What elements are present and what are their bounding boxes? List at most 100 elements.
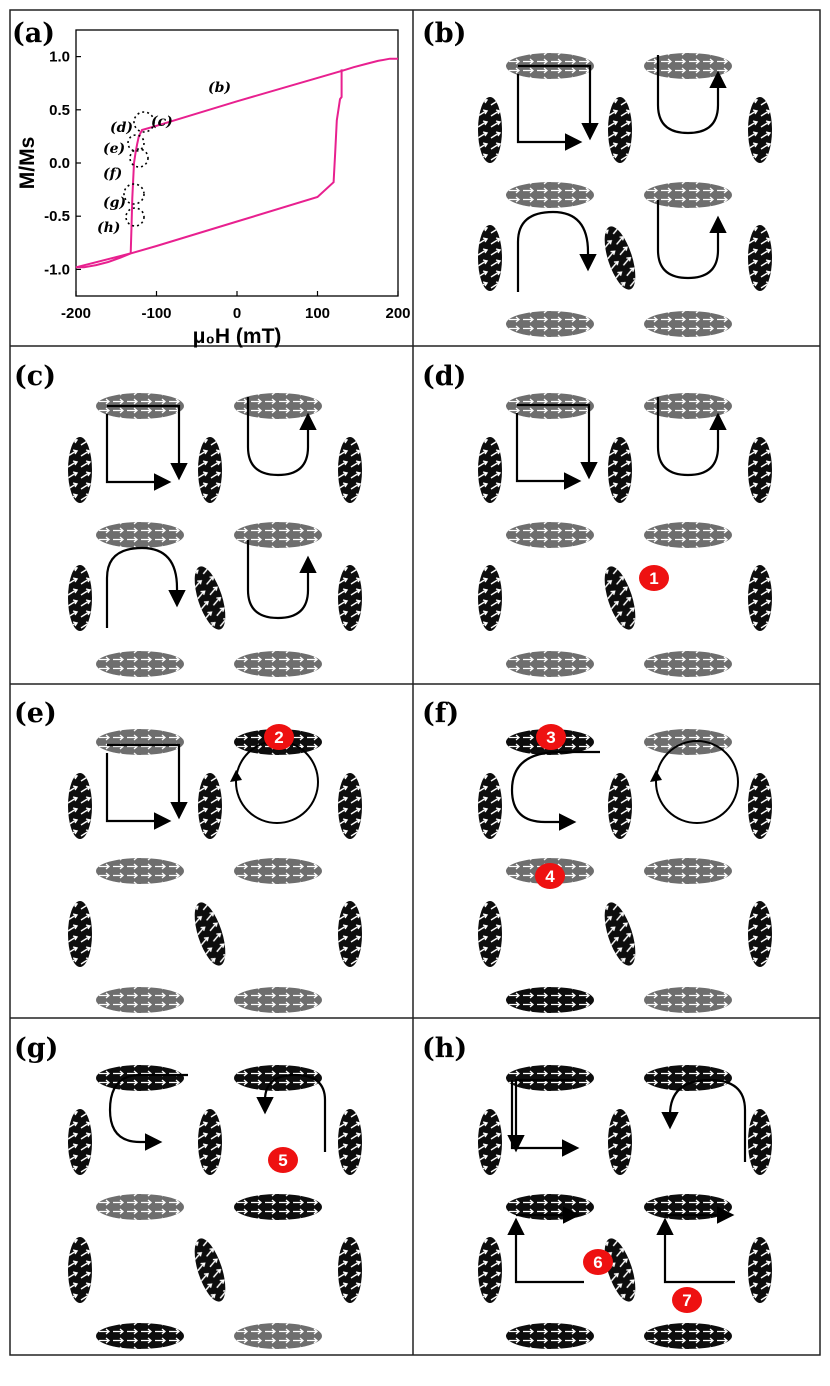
nanomagnet-island — [478, 565, 502, 631]
nanomagnet-island — [338, 773, 362, 839]
event-marker-2: 2 — [264, 724, 294, 750]
nanomagnet-islands — [68, 53, 772, 1349]
nanomagnet-island — [234, 1194, 322, 1220]
nanomagnet-island — [234, 858, 322, 884]
nanomagnet-island — [478, 901, 502, 967]
nanomagnet-island — [96, 729, 184, 755]
y-tick-labels: 1.00.50.0-0.5-1.0 — [44, 49, 81, 278]
event-marker-label: 5 — [278, 1151, 287, 1170]
nanomagnet-island — [68, 437, 92, 503]
event-marker-label: 4 — [545, 867, 555, 886]
circulation-arrow — [656, 397, 727, 477]
nanomagnet-island — [478, 1237, 502, 1303]
circulation-arrow — [517, 403, 598, 480]
nanomagnet-island — [644, 182, 732, 208]
nanomagnet-island — [644, 1194, 732, 1220]
nanomagnet-island — [96, 651, 184, 677]
nanomagnet-island — [234, 651, 322, 677]
event-marker-label: 3 — [546, 728, 555, 747]
circulation-arrow — [656, 55, 727, 135]
nanomagnet-island — [478, 1109, 502, 1175]
nanomagnet-island — [748, 565, 772, 631]
nanomagnet-island — [96, 1194, 184, 1220]
nanomagnet-island — [478, 225, 502, 291]
vortex-circle — [655, 740, 739, 824]
circulation-arrow — [507, 1217, 584, 1284]
event-marker-3: 3 — [536, 724, 566, 750]
nanomagnet-island — [608, 97, 632, 163]
annotation-c: (c) — [151, 114, 173, 130]
nanomagnet-island — [198, 773, 222, 839]
event-marker-label: 1 — [649, 569, 658, 588]
circulation-arrowhead — [650, 770, 662, 782]
x-tick-label: 0 — [233, 305, 241, 322]
circulation-arrow — [661, 1078, 747, 1162]
nanomagnet-island — [338, 1109, 362, 1175]
nanomagnet-island — [608, 773, 632, 839]
nanomagnet-island — [68, 773, 92, 839]
nanomagnet-island — [198, 437, 222, 503]
nanomagnet-island — [644, 1323, 732, 1349]
x-axis-label: μ₀H (mT) — [193, 325, 282, 348]
annotation-d: (d) — [110, 120, 133, 136]
y-tick-label: 1.0 — [49, 49, 70, 66]
nanomagnet-island — [506, 1065, 594, 1091]
circulation-arrow — [105, 546, 186, 628]
nanomagnet-island — [748, 437, 772, 503]
nanomagnet-island — [604, 1238, 636, 1302]
descending-branch — [129, 57, 398, 254]
nanomagnet-island — [194, 566, 226, 630]
panel-grid — [9, 9, 821, 1356]
nanomagnet-island — [234, 1323, 322, 1349]
circulation-arrow — [510, 750, 600, 831]
nanomagnet-island — [338, 437, 362, 503]
nanomagnet-island — [644, 987, 732, 1013]
nanomagnet-island — [506, 182, 594, 208]
circulation-arrow — [510, 1080, 580, 1157]
circulation-arrow — [656, 1217, 735, 1284]
nanomagnet-island — [96, 1065, 184, 1091]
nanomagnet-island — [96, 858, 184, 884]
nanomagnet-island — [748, 1237, 772, 1303]
annotation-b: (b) — [208, 80, 231, 96]
event-marker-1: 1 — [639, 565, 669, 591]
nanomagnet-island — [234, 393, 322, 419]
nanomagnet-island — [338, 1237, 362, 1303]
panel-label-a: (a) — [12, 18, 55, 49]
nanomagnet-island — [604, 566, 636, 630]
y-tick-label: -0.5 — [44, 208, 70, 225]
x-tick-label: -100 — [141, 305, 171, 322]
circulation-arrow — [516, 74, 583, 151]
event-marker-7: 7 — [672, 1287, 702, 1313]
circulation-arrow — [108, 1073, 188, 1151]
nanomagnet-island — [506, 1323, 594, 1349]
circulation-arrow — [246, 540, 317, 620]
nanomagnet-island — [68, 1109, 92, 1175]
nanomagnet-island — [748, 773, 772, 839]
nanomagnet-island — [194, 902, 226, 966]
nanomagnet-island — [68, 1237, 92, 1303]
nanomagnet-island — [68, 901, 92, 967]
x-tick-label: 100 — [305, 305, 330, 322]
event-marker-label: 6 — [593, 1253, 602, 1272]
nanomagnet-island — [234, 987, 322, 1013]
nanomagnet-island — [644, 311, 732, 337]
panel-label-f: (f) — [422, 698, 459, 729]
nanomagnet-island — [478, 773, 502, 839]
nanomagnet-island — [748, 901, 772, 967]
nanomagnet-island — [478, 437, 502, 503]
circulation-arrow — [507, 1078, 576, 1153]
panel-label-c: (c) — [14, 361, 56, 392]
nanomagnet-island — [644, 858, 732, 884]
circulation-arrow — [656, 200, 727, 280]
nanomagnet-island — [748, 1109, 772, 1175]
event-markers: 1 2 3 4 5 6 7 — [264, 565, 702, 1313]
circulation-arrowhead — [230, 770, 242, 782]
circulation-arrow — [246, 397, 317, 477]
y-tick-label: 0.0 — [49, 155, 70, 172]
event-marker-label: 2 — [274, 728, 283, 747]
nanomagnet-island — [608, 1109, 632, 1175]
state-circles — [123, 111, 155, 227]
nanomagnet-island — [96, 1323, 184, 1349]
